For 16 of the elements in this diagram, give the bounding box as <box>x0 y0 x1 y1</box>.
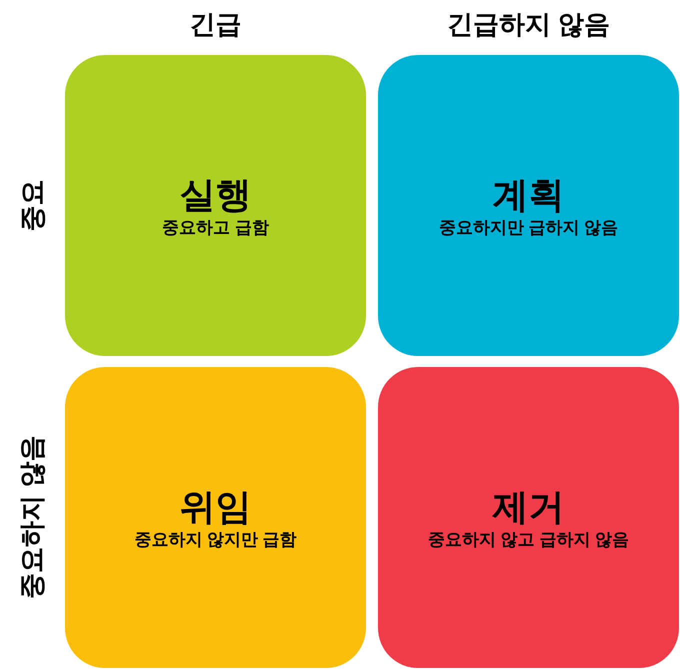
quadrant-subtitle: 중요하지 않고 급하지 않음 <box>426 529 630 551</box>
quadrant-title: 계획 <box>492 173 564 218</box>
quadrant-title: 실행 <box>180 173 252 218</box>
quadrant-subtitle: 중요하지만 급하지 않음 <box>438 217 620 239</box>
quadrant-title: 제거 <box>492 485 564 530</box>
quadrant-card <box>65 55 366 356</box>
column-header: 긴급하지 않음 <box>446 8 612 40</box>
quadrant-card <box>378 367 679 668</box>
quadrant-card <box>65 367 366 668</box>
quadrant-card <box>378 55 679 356</box>
quadrant-subtitle: 중요하지 않지만 급함 <box>133 529 298 551</box>
row-header: 중요 <box>16 180 48 232</box>
column-header: 긴급 <box>188 8 242 40</box>
quadrant-subtitle: 중요하고 급함 <box>161 217 270 239</box>
quadrant-title: 위임 <box>180 485 252 530</box>
row-header: 중요하지 않음 <box>16 436 48 600</box>
